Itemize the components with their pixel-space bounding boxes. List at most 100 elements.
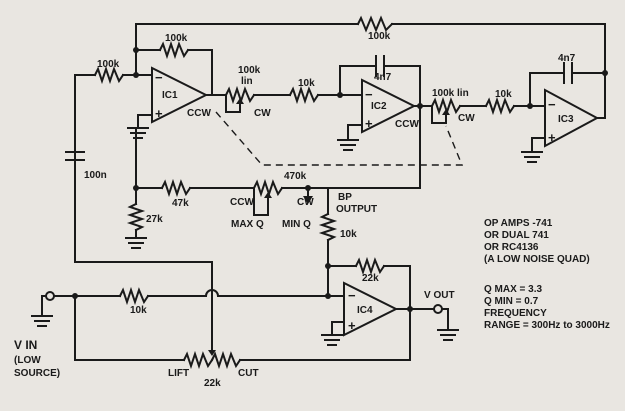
label-r-47k: 47k	[172, 198, 189, 209]
label-potq-cw: CW	[297, 197, 314, 208]
node-ic1-in	[133, 72, 139, 78]
resistor-ic1-input	[93, 65, 125, 85]
ground-ic4	[321, 334, 343, 346]
label-vin: V IN	[14, 338, 37, 352]
ic2-minus: −	[365, 87, 373, 102]
opamp-ic1-body	[151, 66, 209, 124]
label-pot1-ccw: CCW	[187, 108, 211, 119]
wire-qpot-link	[253, 187, 269, 216]
opamp-ic2-body	[361, 78, 417, 134]
resistor-22k-fb	[354, 256, 386, 276]
label-r-top-feedback: 100k	[368, 31, 391, 42]
ganged-pot-link	[215, 111, 464, 166]
label-pot-lift-value: 22k	[204, 378, 221, 389]
label-r-22k-fb: 22k	[362, 273, 379, 284]
capacitor-ic3	[563, 62, 573, 84]
note-qmax: Q MAX = 3.3	[484, 284, 543, 295]
node-ic1-fb	[133, 47, 139, 53]
note-opamps-4: (A LOW NOISE QUAD)	[484, 254, 590, 265]
label-r-ic1-input: 100k	[97, 59, 120, 70]
ground-ic1	[127, 127, 149, 139]
wire-ic2-out-to-qpot	[307, 105, 421, 189]
ground-vout	[437, 329, 459, 341]
label-pot1-type: lin	[241, 76, 253, 87]
wire-vin-gnd	[41, 295, 47, 317]
note-opamps-2: OR DUAL 741	[484, 230, 549, 241]
label-c-input: 100n	[84, 170, 107, 181]
ground-27k	[125, 237, 147, 249]
wire-22k-right	[383, 265, 411, 310]
pot1-track	[224, 85, 256, 105]
wire-ic1-fb-right	[187, 49, 213, 96]
ic3-minus: −	[548, 97, 556, 112]
label-pot2-value: 100k lin	[432, 88, 469, 99]
wire-cap-to-lift	[74, 159, 213, 291]
resistor-ic3-input	[484, 96, 516, 116]
note-qmin: Q MIN = 0.7	[484, 296, 539, 307]
ic1-minus: −	[155, 70, 163, 85]
wire-top-feedback-right	[391, 23, 606, 74]
label-c-ic2: 4n7	[374, 72, 392, 83]
label-pot1-value: 100k	[238, 65, 261, 76]
ic1-plus: +	[155, 106, 163, 121]
node-ic4-fb	[325, 263, 331, 269]
opamp-ic4: − + IC4	[343, 281, 399, 337]
ic3-plus: +	[548, 130, 556, 145]
label-vin-note1: (LOW	[14, 355, 41, 366]
resistor-10k-bp	[318, 212, 338, 242]
wire-ic2-plus-gnd	[347, 124, 363, 141]
label-lift: LIFT	[168, 368, 189, 379]
wire-ic3-plus-gnd	[531, 137, 546, 153]
label-potq-ccw: CCW	[230, 197, 254, 208]
ground-ic3	[521, 151, 543, 163]
label-max-q: MAX Q	[231, 219, 264, 230]
resistor-27k	[126, 202, 146, 232]
wire-ic2-cap-left	[339, 65, 377, 96]
label-c-ic3: 4n7	[558, 53, 576, 64]
label-pot1-cw: CW	[254, 108, 271, 119]
label-pot2-ccw: CCW	[395, 119, 419, 130]
resistor-10k-in	[118, 286, 150, 306]
resistor-ic2-input	[288, 85, 320, 105]
ground-ic2	[337, 139, 359, 151]
pot1-wiper-arrow	[236, 98, 244, 104]
label-r-ic2-input: 10k	[298, 78, 315, 89]
ic1-label: IC1	[162, 90, 178, 101]
bp-output-arrow	[303, 196, 313, 204]
pot-lift-wiper-arrow	[208, 350, 216, 356]
opamp-ic1: − + IC1	[151, 66, 209, 124]
label-vout: V OUT	[424, 290, 455, 301]
wire-ic4-plus-gnd	[331, 321, 345, 336]
opamp-ic3-body	[544, 88, 600, 148]
opamp-ic4-body	[343, 281, 399, 337]
label-pot-q-value: 470k	[284, 171, 307, 182]
label-r-10k-in: 10k	[130, 305, 147, 316]
label-r-ic1-feedback: 100k	[165, 33, 188, 44]
label-bp-output: OUTPUT	[336, 204, 377, 215]
note-opamps-3: OR RC4136	[484, 242, 539, 253]
pot-q-track	[252, 178, 284, 198]
ic2-label: IC2	[371, 101, 387, 112]
resistor-ic1-feedback	[158, 40, 190, 60]
wire-ic3-cap-right	[571, 72, 606, 119]
wire-pot1-ccw-link	[225, 94, 241, 113]
resistor-47k	[160, 178, 192, 198]
ic4-label: IC4	[357, 305, 373, 316]
wire-pot2-ccw-link	[431, 105, 447, 124]
ic2-plus: +	[365, 116, 373, 131]
wire-cut-right	[239, 308, 411, 361]
pot-lift-track-b	[210, 350, 242, 370]
wire-vout-gnd	[441, 308, 449, 331]
pot-lift-track-a	[182, 350, 214, 370]
node-ic3-out	[602, 70, 608, 76]
ic4-plus: +	[348, 318, 356, 333]
ic4-minus: −	[348, 288, 356, 303]
ground-vin	[31, 315, 53, 327]
wire-ic3-cap-left	[529, 72, 565, 107]
pot-q-wiper-arrow	[264, 192, 272, 198]
note-opamps-1: OP AMPS -741	[484, 218, 553, 229]
label-vin-note2: SOURCE)	[14, 368, 60, 379]
label-r-ic3-input: 10k	[495, 89, 512, 100]
